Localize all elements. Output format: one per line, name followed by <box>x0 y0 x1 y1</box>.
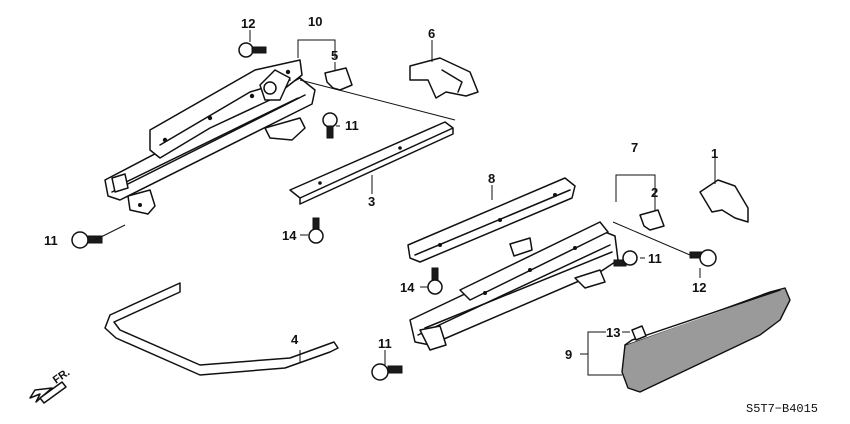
callout-11-right-upper: 11 <box>648 251 662 266</box>
direction-label: FR. <box>51 366 72 386</box>
callout-3: 3 <box>368 194 375 209</box>
callout-4: 4 <box>291 332 299 347</box>
clip-part-2 <box>639 209 665 231</box>
bolt-11-left <box>71 231 103 249</box>
callout-11-right-lower: 11 <box>378 336 392 351</box>
bolt-12-left <box>238 42 267 58</box>
callout-11-mid: 11 <box>345 118 359 133</box>
callout-5: 5 <box>331 48 338 63</box>
support-bar-part-4 <box>104 282 339 376</box>
trim-cover-edge <box>624 289 781 346</box>
callout-8: 8 <box>488 171 495 186</box>
bolt-12-right <box>689 249 717 267</box>
trim-cover-part-9 <box>621 287 791 393</box>
cover-part-6 <box>409 57 479 99</box>
callout-1: 1 <box>711 146 718 161</box>
callout-12-right: 12 <box>692 280 706 295</box>
bolt-11-right-upper <box>613 250 638 267</box>
callout-14-right: 14 <box>400 280 415 295</box>
callout-2: 2 <box>651 185 658 200</box>
left-seat-rail-assembly <box>104 59 316 215</box>
callout-10: 10 <box>308 14 322 29</box>
bolt-14-right <box>427 267 443 295</box>
callout-12-left: 12 <box>241 16 255 31</box>
callout-6: 6 <box>428 26 435 41</box>
callout-14-left: 14 <box>282 228 297 243</box>
cover-part-1 <box>699 179 749 223</box>
slide-rail-bar <box>289 121 454 205</box>
front-direction-arrow: FR. <box>29 366 72 404</box>
bolt-11-mid <box>322 112 338 139</box>
bolt-14-left <box>308 217 324 244</box>
clip-part-13 <box>631 325 647 341</box>
diagram-code: S5T7−B4015 <box>746 402 818 416</box>
leader-lines <box>94 30 716 376</box>
right-seat-rail-assembly <box>407 177 619 351</box>
callout-7: 7 <box>631 140 638 155</box>
callout-9: 9 <box>565 347 572 362</box>
callout-11-left: 11 <box>44 233 58 248</box>
bolt-11-right-lower <box>371 363 403 381</box>
callout-13: 13 <box>606 325 620 340</box>
clip-part-5 <box>324 67 353 91</box>
